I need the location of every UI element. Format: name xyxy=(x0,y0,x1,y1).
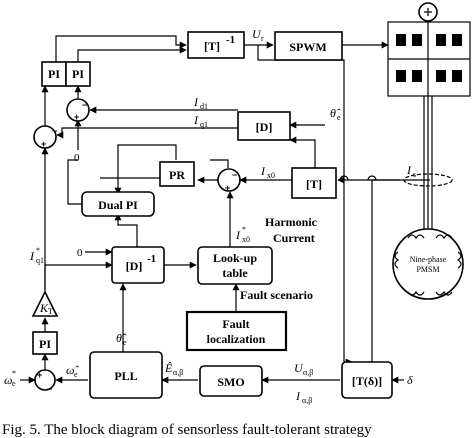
signal-ix0-ref-sup: * xyxy=(242,225,246,234)
motor-nine-phase-pmsm: Nine-phase PMSM xyxy=(392,228,464,300)
wire-crossings xyxy=(339,175,377,181)
inverter-bridge xyxy=(387,2,471,97)
lookup-label-line2: table xyxy=(222,266,248,280)
phase-cables xyxy=(403,96,453,232)
pr-label: PR xyxy=(169,168,185,182)
pi-top-right-label: PI xyxy=(72,67,84,81)
harmonic-current-line1: Harmonic xyxy=(265,215,318,229)
inverse-transform-block xyxy=(187,31,245,59)
pi-block-top-right xyxy=(65,61,91,87)
fault-localization-line2: localization xyxy=(207,332,266,346)
motor-label-line1: Nine-phase xyxy=(410,255,447,264)
signal-is-sub: s xyxy=(413,170,416,179)
fault-scenario-label: Fault scenario xyxy=(240,288,313,302)
t-delta-label: [T(δ)] xyxy=(352,374,382,388)
signal-ix0-ref: I xyxy=(235,228,241,242)
summing-junction-speed: + − xyxy=(34,369,56,394)
pi-block-bottom xyxy=(32,331,58,355)
t-delta-block xyxy=(341,361,393,399)
signal-theta-hat: θ̂ xyxy=(330,106,341,120)
pll-label: PLL xyxy=(114,369,137,383)
svg-text:+: + xyxy=(41,139,46,149)
figure-caption: Fig. 5. The block diagram of sensorless … xyxy=(2,422,372,438)
signal-theta-pll-sub: e xyxy=(123,338,127,347)
svg-text:−: − xyxy=(82,100,87,110)
signal-omega-hat-sub: e xyxy=(74,370,78,379)
fault-localization-block xyxy=(185,310,288,352)
signal-wires xyxy=(20,35,430,384)
d-transform-label: [D] xyxy=(256,120,273,134)
signal-id1: I xyxy=(193,95,199,109)
signal-ix0-ref-sub: x0 xyxy=(242,235,250,244)
summing-junction-harmonic: + − xyxy=(217,168,241,193)
d-inverse-exponent: -1 xyxy=(147,253,156,265)
lookup-label-line1: Look-up xyxy=(213,251,257,265)
signal-iq1-ref: I xyxy=(29,249,35,263)
signal-omega-ref-sup: * xyxy=(12,369,16,378)
lookup-table-block xyxy=(197,246,273,285)
signal-ix0: I xyxy=(260,164,266,178)
inverse-transform-label: [T] xyxy=(204,39,220,53)
fault-localization-line1: Fault xyxy=(222,317,249,331)
dual-pi-label: Dual PI xyxy=(98,198,138,212)
signal-is: I xyxy=(406,163,412,177)
signal-u-alpha-beta: U xyxy=(294,361,304,375)
pr-controller-block xyxy=(159,161,195,187)
inverse-transform-exponent: -1 xyxy=(226,34,235,46)
svg-text:−: − xyxy=(47,384,52,394)
zero-ref-top: 0 xyxy=(74,152,80,164)
signal-i-alpha-beta-sub: α,β xyxy=(302,396,312,405)
signal-ur: U xyxy=(252,27,262,41)
signal-ix0-sub: x0 xyxy=(267,171,275,180)
svg-text:−: − xyxy=(232,170,237,180)
pll-block xyxy=(89,351,163,399)
spwm-block xyxy=(274,31,343,61)
signal-omega-ref: ω xyxy=(4,373,12,387)
signal-iq1-sub: q1 xyxy=(200,120,208,129)
signal-iq1-ref-sup: * xyxy=(36,246,40,255)
signal-e-alpha-beta-sub: α,β xyxy=(173,368,183,377)
d-inverse-label: [D] xyxy=(126,259,143,273)
kt-label: K xyxy=(39,301,49,315)
dual-pi-block xyxy=(81,191,155,217)
d-transform-block xyxy=(237,111,291,141)
smo-block xyxy=(199,365,263,397)
kt-subscript: T xyxy=(48,307,53,316)
harmonic-current-line2: Current xyxy=(273,231,315,245)
pi-top-left-label: PI xyxy=(48,67,60,81)
summing-junction-top: + − xyxy=(66,98,90,122)
svg-text:+: + xyxy=(225,183,230,193)
signal-iq1-ref-sub: q1 xyxy=(36,256,44,265)
signal-iq1: I xyxy=(193,113,199,127)
d-inverse-block xyxy=(111,246,165,284)
signal-e-alpha-beta: Ê xyxy=(164,361,173,375)
signal-ur-sub: r xyxy=(261,34,264,43)
spwm-label: SPWM xyxy=(289,40,326,54)
signal-u-alpha-beta-sub: α,β xyxy=(303,368,313,377)
kt-gain-block xyxy=(31,290,59,317)
svg-text:+: + xyxy=(37,370,42,380)
zero-ref-dinverse: 0 xyxy=(77,247,83,259)
motor-label-line2: PMSM xyxy=(416,265,439,274)
signal-i-alpha-beta: I xyxy=(295,389,301,403)
signal-theta-pll: θ̂ xyxy=(116,331,127,345)
pi-block-top-left xyxy=(41,61,67,87)
svg-text:+: + xyxy=(74,112,79,122)
signal-delta: δ xyxy=(407,373,413,387)
t-transform-block xyxy=(291,167,337,199)
signal-theta-hat-sub: e xyxy=(337,113,341,122)
smo-label: SMO xyxy=(217,375,244,389)
signal-id1-sub: d1 xyxy=(200,102,208,111)
signal-omega-ref-sub: e xyxy=(12,379,16,388)
pi-bottom-label: PI xyxy=(39,337,51,351)
summing-junction-left: + − xyxy=(33,125,57,149)
t-transform-label: [T] xyxy=(306,177,322,191)
svg-text:−: − xyxy=(52,126,57,136)
